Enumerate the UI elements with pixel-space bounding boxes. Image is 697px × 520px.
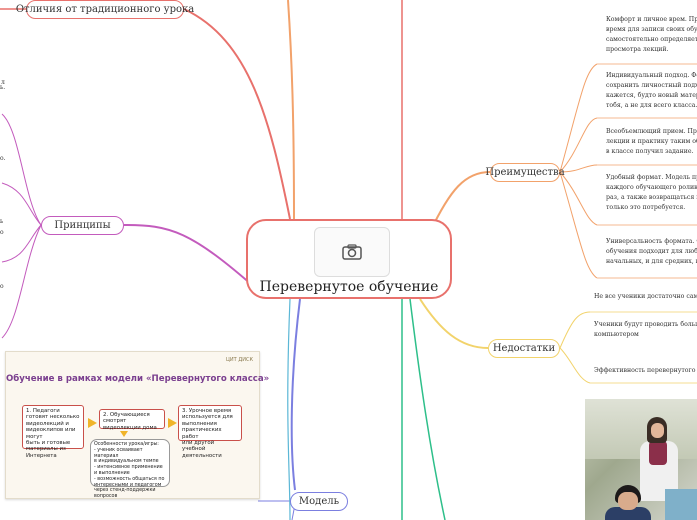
connector-disadvantages <box>419 298 489 349</box>
connector-principle-1 <box>1 113 42 226</box>
connector-principle-2 <box>1 182 42 226</box>
connector-dis-1 <box>559 311 591 349</box>
photo-teacher-face <box>651 423 664 438</box>
connector-principle-4 <box>1 224 42 339</box>
features-box: Особенности урока/игры: - ученик осваива… <box>90 439 170 499</box>
connector-teal <box>287 298 291 520</box>
arrow-right-icon <box>168 418 177 428</box>
arrow-down-icon <box>120 431 128 437</box>
photo-teacher-scarf <box>649 441 667 465</box>
branch-model[interactable]: Модель <box>290 492 348 511</box>
step-1-box: 1. Педагоги готовят несколько видеолекци… <box>22 405 84 459</box>
photo-student-body <box>605 507 651 520</box>
arrow-right-icon <box>88 418 97 428</box>
image-placeholder[interactable] <box>314 227 390 277</box>
connector-principle-3 <box>1 224 42 263</box>
connector-adv-4 <box>559 171 598 226</box>
left-fragment: л <box>1 79 5 86</box>
connector-adv-5 <box>559 171 598 279</box>
disadvantage-3-text[interactable]: Эффективность перевернутого кла <box>594 367 697 374</box>
classroom-photo[interactable] <box>585 399 697 520</box>
left-fragment: ь <box>0 218 4 225</box>
branch-principles[interactable]: Принципы <box>41 216 124 235</box>
photo-desk <box>665 489 697 520</box>
left-fragment: о <box>0 283 4 290</box>
central-title: Перевернутое обучение <box>259 279 439 295</box>
connector-model <box>290 298 301 491</box>
camera-icon <box>342 244 362 260</box>
connector-green-2 <box>409 298 446 520</box>
connector-principles <box>123 224 261 293</box>
photo-student-face <box>618 492 638 510</box>
left-fragment: ь. <box>0 84 6 91</box>
connector-adv-1 <box>559 63 598 173</box>
connector-dis-2 <box>559 347 591 384</box>
connector-differences <box>183 8 291 220</box>
step-3-box: 3. Урочное время используется для выполн… <box>178 405 242 459</box>
model-image-title: Обучение в рамках модели «Перевернутого … <box>6 374 270 384</box>
branch-differences[interactable]: Отличия от традиционного урока <box>16 0 194 19</box>
disadvantage-1-text[interactable]: Не все ученики достаточно самос <box>594 293 697 300</box>
step-2-box: 2. Обучающиеся смотрят видеолекции дома <box>99 409 165 431</box>
branch-advantages[interactable]: Преимущества <box>485 163 565 182</box>
model-image[interactable]: ЦИТ ДИСК Обучение в рамках модели «Перев… <box>5 351 270 499</box>
connector-adv-2 <box>559 117 598 173</box>
left-fragment: о <box>0 229 4 236</box>
logo-text: ЦИТ ДИСК <box>226 357 253 363</box>
left-fragment: о. <box>0 155 6 162</box>
connector-adv-3 <box>559 164 598 173</box>
connector-top-orange <box>287 0 295 220</box>
branch-disadvantages[interactable]: Недостатки <box>488 339 560 358</box>
central-node[interactable]: Перевернутое обучение <box>246 219 452 299</box>
